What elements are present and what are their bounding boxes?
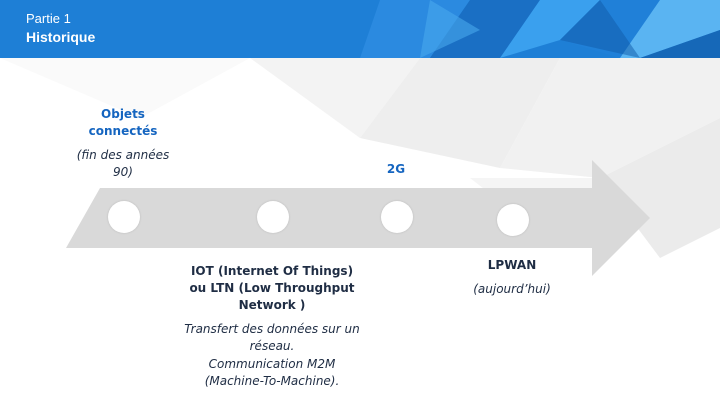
timeline-item-1-title: Objets connectés xyxy=(88,107,158,138)
timeline-item-3-title: IOT (Internet Of Things) ou LTN (Low Thr… xyxy=(189,264,355,312)
timeline-item-2-title: 2G xyxy=(386,162,406,176)
slide-header: Partie 1 Historique xyxy=(0,0,720,58)
header-geometric-decoration xyxy=(360,0,720,58)
timeline-item-4-subtitle: (aujourd’hui) xyxy=(473,282,551,296)
timeline-dot-1 xyxy=(108,201,140,233)
timeline-item-4-title: LPWAN xyxy=(487,258,537,272)
timeline-dot-2 xyxy=(257,201,289,233)
timeline-dot-3 xyxy=(381,201,413,233)
timeline-item-3-description-1: Transfert des données sur un réseau. xyxy=(184,322,360,353)
page-title: Historique xyxy=(26,29,96,45)
timeline-item-3-description-2: Communication M2M (Machine-To-Machine). xyxy=(204,357,340,388)
timeline-dot-4 xyxy=(497,204,529,236)
timeline-item-1-subtitle: (fin des années 90) xyxy=(76,148,170,179)
section-label: Partie 1 xyxy=(26,11,71,26)
